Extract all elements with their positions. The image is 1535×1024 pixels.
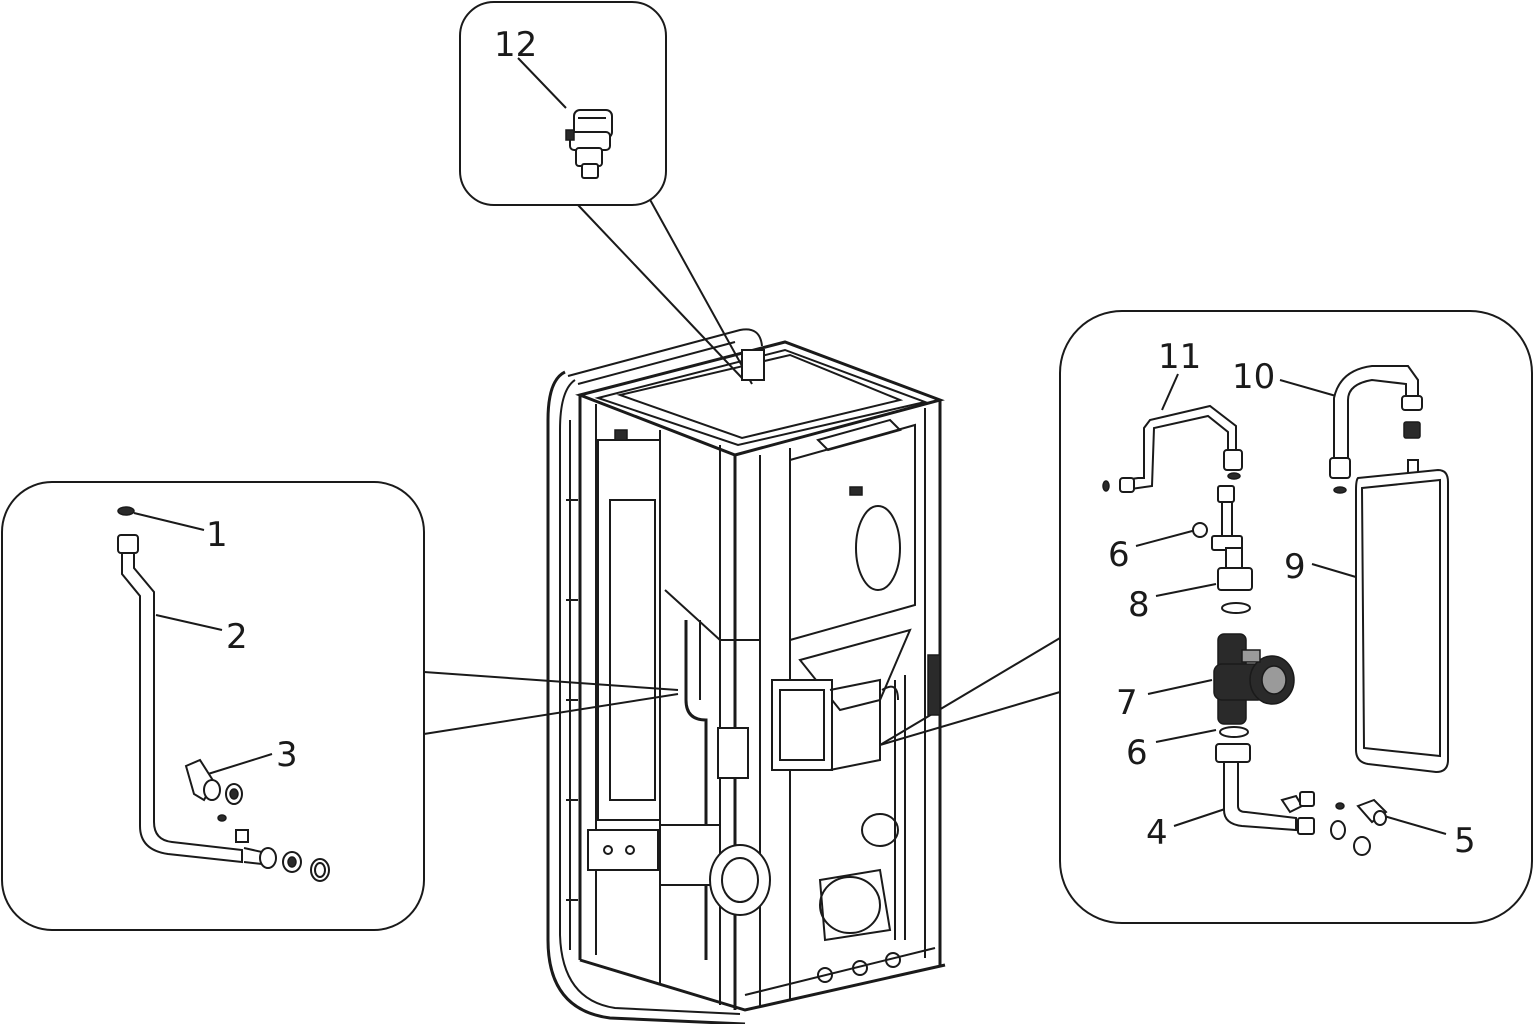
callout-3: 3 (276, 735, 298, 775)
fitting-set-part (184, 758, 243, 822)
callout-1: 1 (206, 515, 228, 555)
air-vent-valve-part (565, 109, 613, 179)
detail-box-pump-assembly: 11 10 6 9 8 7 6 4 5 (1059, 310, 1533, 924)
gasket-upper-part (1221, 602, 1251, 614)
callout-12: 12 (494, 25, 537, 65)
expansion-vessel-part (1355, 459, 1449, 774)
connector-part (1356, 798, 1388, 826)
flow-pipe-part (117, 534, 330, 882)
return-pipe-part (1215, 743, 1371, 856)
callout-2: 2 (226, 617, 248, 657)
callout-7: 7 (1116, 683, 1138, 723)
callout-6-lower: 6 (1126, 733, 1148, 773)
gasket-lower-part (1219, 726, 1249, 738)
expansion-pipe-part (1329, 365, 1423, 494)
callout-10: 10 (1232, 357, 1275, 397)
detail-box-air-vent: 12 (459, 1, 667, 206)
bypass-pipe-part (1102, 404, 1243, 493)
callout-4: 4 (1146, 813, 1168, 853)
pipe-fitting-part (1192, 485, 1253, 591)
callout-9: 9 (1284, 547, 1306, 587)
detail-leader-lines (423, 195, 1061, 746)
callout-11: 11 (1158, 337, 1201, 377)
circulation-pump-part (1213, 633, 1295, 725)
gasket-part (117, 506, 135, 516)
callout-6-upper: 6 (1108, 535, 1130, 575)
callout-8: 8 (1128, 585, 1150, 625)
boiler-unit-frame (546, 328, 946, 1024)
callout-5: 5 (1454, 821, 1476, 861)
detail-box-left-piping: 1 2 3 (1, 481, 425, 931)
